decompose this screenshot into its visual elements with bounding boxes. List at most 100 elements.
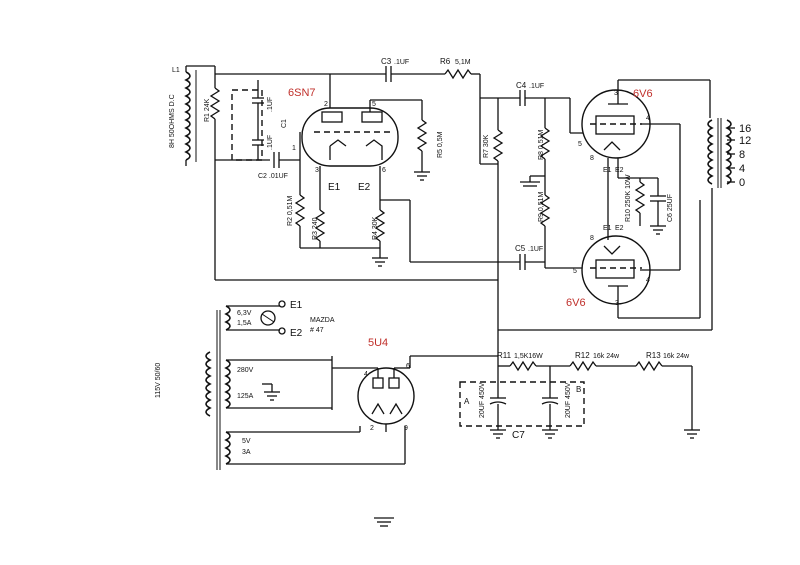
tap-16: 16	[739, 123, 751, 135]
r12-label: R12	[575, 351, 590, 360]
tube-6sn7-label: 6SN7	[288, 87, 316, 99]
r13-value: 16k 24w	[663, 353, 690, 360]
lamp-no-label: # 47	[310, 327, 324, 334]
r9-resistor	[539, 194, 551, 227]
heater-amps: 1,5A	[237, 320, 252, 327]
r3-label: R3 240	[312, 217, 319, 240]
tube-6v6-top-label: 6V6	[633, 88, 653, 100]
pin-3-label: 3	[315, 167, 319, 174]
c1a-label: .1UF	[267, 97, 274, 112]
r5-label: R5 0,5M	[437, 131, 444, 158]
r12-resistor	[569, 360, 597, 372]
r1-resistor	[209, 87, 221, 120]
r1-label: R1 24K	[204, 98, 211, 122]
bot-e2-label: E2	[615, 225, 624, 232]
c7a-tag: A	[464, 397, 470, 406]
tube-6sn7	[301, 107, 399, 167]
bot-pin-5-label: 5	[573, 268, 577, 275]
pin-1-label: 1	[292, 145, 296, 152]
c1b-label: .1UF	[267, 135, 274, 150]
rect-volts: 5V	[242, 438, 251, 445]
c6-label: C6 25UF	[667, 194, 674, 222]
tap-12: 12	[739, 135, 751, 147]
top-pin-5-label: 5	[578, 141, 582, 148]
top-e1-label: E1	[603, 167, 612, 174]
c1-label: C1	[281, 119, 288, 128]
l1-label: L1	[172, 67, 180, 74]
rect-pin-9-label: 9	[404, 425, 408, 432]
tube-6v6-bottom-label: 6V6	[566, 297, 586, 309]
bot-pin-3-label: 3	[615, 300, 619, 307]
r7-label: R7 30K	[483, 134, 490, 158]
r2-label: R2 0,51M	[287, 195, 294, 226]
c2-label: C2 .01UF	[258, 173, 288, 180]
e2-terminal	[278, 327, 286, 335]
c7-box	[459, 381, 585, 427]
hv-volts: 280V	[237, 367, 254, 374]
rect-pin-4-label: 4	[364, 371, 368, 378]
rect-pin-6-label: 6	[406, 363, 410, 370]
c5-label: C5	[515, 244, 526, 253]
r13-resistor	[635, 360, 663, 372]
top-pin-4-label: 4	[646, 115, 650, 122]
r12-value: 16k 24w	[593, 353, 620, 360]
tap-8: 8	[739, 149, 745, 161]
tap-4: 4	[739, 163, 745, 175]
r7-resistor	[492, 129, 504, 162]
r4-resistor	[374, 209, 386, 242]
lamp-label: MAZDA	[310, 317, 335, 324]
pin-5-label: 5	[372, 101, 376, 108]
heater-volts: 6,3V	[237, 310, 252, 317]
pilot-lamp	[260, 310, 276, 326]
heater-e1-label: E1	[290, 300, 303, 311]
r8-resistor	[539, 127, 551, 160]
r5-resistor	[416, 119, 428, 152]
r2-resistor	[294, 194, 306, 227]
r11-value: 1,5K16W	[514, 353, 543, 360]
top-pin-3-label: 3	[614, 90, 618, 97]
bot-e1-label: E1	[603, 225, 612, 232]
c3-value: .1UF	[394, 59, 409, 66]
hv-amps: 125A	[237, 393, 254, 400]
c4-label: C4	[516, 81, 527, 90]
r8-label: R8 0,51M	[538, 129, 545, 160]
c7-label: C7	[512, 430, 525, 441]
r10-resistor	[634, 181, 646, 214]
input-choke	[184, 66, 197, 166]
pin-6-label: 6	[382, 167, 386, 174]
c7a-label: 20UF 450V	[479, 382, 486, 418]
top-pin-8-label: 8	[590, 155, 594, 162]
rect-amps: 3A	[242, 449, 251, 456]
r11-label: R11	[497, 351, 512, 360]
bot-pin-8-label: 8	[590, 235, 594, 242]
power-transformer	[205, 305, 231, 470]
c3-label: C3	[381, 57, 392, 66]
r11-resistor	[509, 360, 537, 372]
tube-5u4-label: 5U4	[368, 337, 388, 349]
e1-label: E1	[328, 182, 341, 193]
r10-label: R10 250K 10W	[625, 174, 632, 222]
tube-6v6-bottom	[581, 235, 651, 305]
e2-label: E2	[358, 182, 371, 193]
top-e2-label: E2	[615, 167, 624, 174]
c5-value: .1UF	[528, 246, 543, 253]
heater-e2-label: E2	[290, 328, 303, 339]
pin-2-label: 2	[324, 101, 328, 108]
output-transformer	[707, 118, 735, 188]
chassis-ground-symbol	[374, 517, 394, 527]
tap-0: 0	[739, 177, 745, 189]
e1-terminal	[278, 300, 286, 308]
r3-resistor	[314, 209, 326, 242]
rect-pin-2-label: 2	[370, 425, 374, 432]
r4-label: R4 30K	[372, 216, 379, 240]
r13-label: R13	[646, 351, 661, 360]
r6-value: 5,1M	[455, 59, 471, 66]
r6-resistor	[444, 68, 472, 80]
r6-label: R6	[440, 57, 451, 66]
choke-label: 8H 50OHMS D.C	[169, 94, 176, 148]
c4-value: .1UF	[529, 83, 544, 90]
c7b-label: 20UF 450V	[565, 382, 572, 418]
mains-label: 115V 50/60	[155, 363, 162, 398]
c7b-tag: B	[576, 385, 581, 394]
